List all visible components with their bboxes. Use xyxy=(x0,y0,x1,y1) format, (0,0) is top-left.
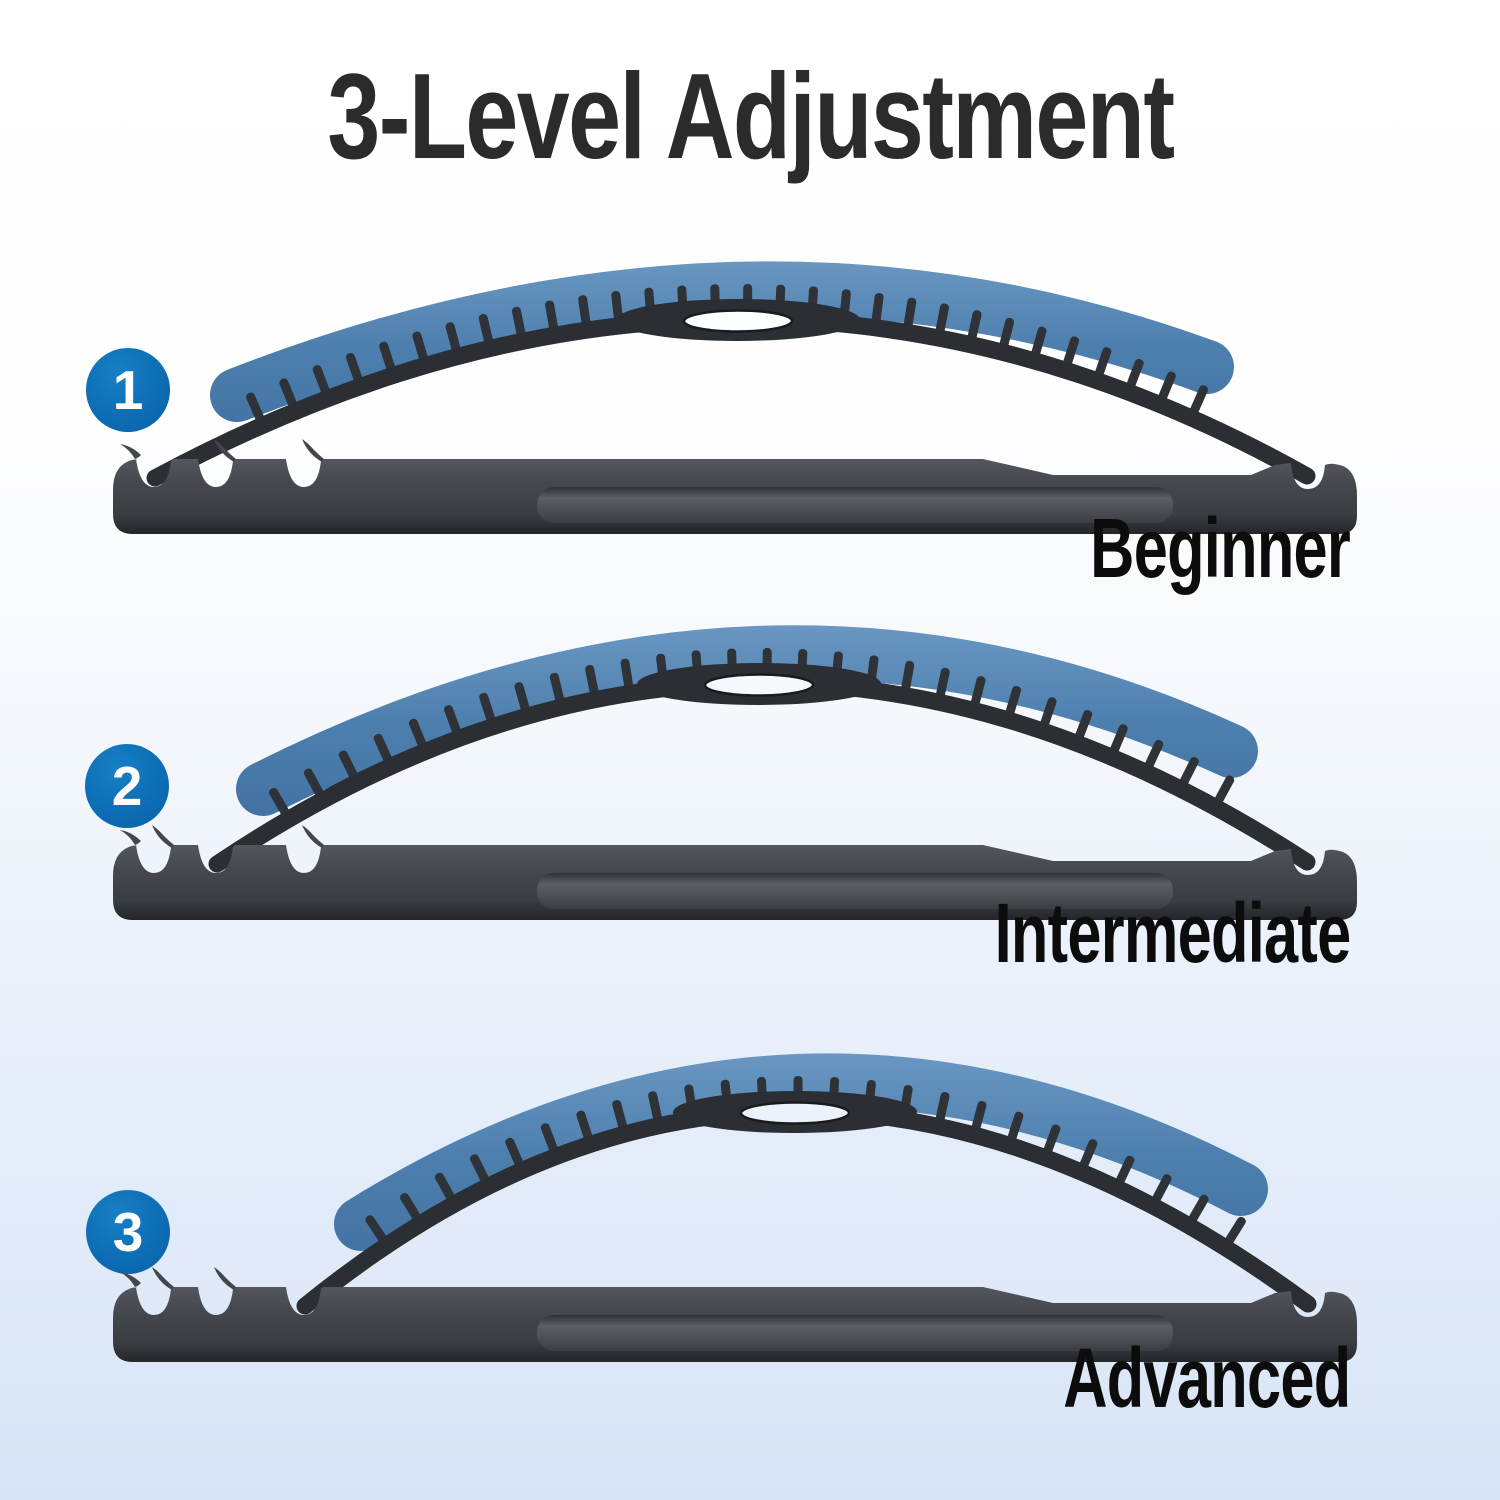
base-left-hook xyxy=(120,830,141,845)
base-left-hook xyxy=(120,1272,141,1287)
level-3-badge: 3 xyxy=(86,1190,170,1274)
level-3-label: Advanced xyxy=(957,1330,1351,1427)
level-2-label: Intermediate xyxy=(863,885,1351,982)
device-illustration-level-3 xyxy=(113,1053,1357,1362)
device-illustration-level-2 xyxy=(113,625,1357,920)
adjustment-slot-hook xyxy=(152,1267,174,1290)
level-1-number: 1 xyxy=(112,359,144,421)
level-3-label-text: Advanced xyxy=(1062,1331,1351,1425)
base-board xyxy=(113,439,1357,534)
level-2-number: 2 xyxy=(111,755,143,817)
base-recess-panel xyxy=(537,487,1173,523)
handle-hole xyxy=(703,673,815,697)
base-left-hook xyxy=(120,444,141,459)
base-board xyxy=(113,825,1357,920)
level-3-number: 3 xyxy=(112,1201,144,1263)
adjustment-slot-hook xyxy=(214,439,236,462)
device-illustration-level-1 xyxy=(113,261,1357,534)
level-2-label-text: Intermediate xyxy=(994,886,1351,980)
massage-teeth xyxy=(246,283,1209,424)
blue-pad xyxy=(236,625,1258,816)
level-1-label-text: Beginner xyxy=(1090,501,1351,595)
adjustment-slot-hook xyxy=(152,825,174,848)
base-recess-panel xyxy=(537,1315,1173,1351)
base-board xyxy=(113,1267,1357,1362)
adjustment-slot-hook xyxy=(302,439,324,462)
page-title: 3-Level Adjustment xyxy=(0,46,1500,186)
page-title-text: 3-Level Adjustment xyxy=(326,48,1175,184)
level-1-label: Beginner xyxy=(994,500,1351,597)
level-2-badge: 2 xyxy=(85,744,169,828)
adjustment-slot-hook xyxy=(302,825,324,848)
adjustment-slot-hook xyxy=(214,1267,236,1290)
level-1-badge: 1 xyxy=(86,348,170,432)
base-recess-panel xyxy=(537,873,1173,909)
handle-hole xyxy=(739,1101,851,1125)
handle-hole xyxy=(682,309,794,333)
massage-teeth xyxy=(365,1075,1246,1247)
